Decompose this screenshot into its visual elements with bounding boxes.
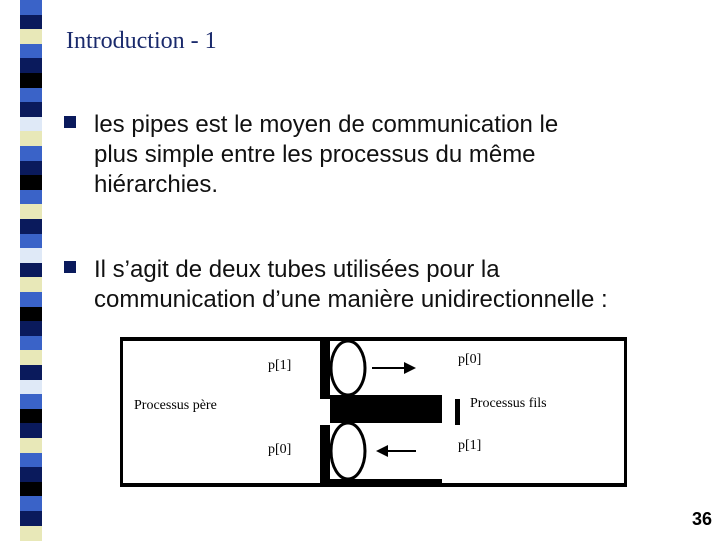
child-process-connector [455, 399, 460, 425]
strip-block [20, 131, 42, 147]
page-number: 36 [691, 509, 712, 529]
strip-block [20, 219, 42, 235]
strip-block [20, 102, 42, 118]
top-pipe-opening [329, 339, 367, 397]
left-decorative-strip [20, 0, 42, 541]
strip-block [20, 525, 42, 541]
bottom-pipe-opening [329, 421, 367, 481]
slide-title: Introduction - 1 [66, 28, 217, 54]
strip-block [20, 87, 42, 103]
bullet-text: les pipes est le moyen de communication … [94, 111, 559, 198]
strip-block [20, 233, 42, 249]
strip-block [20, 146, 42, 162]
bottom-right-pipe-label: p[1] [458, 438, 481, 453]
strip-block [20, 321, 42, 337]
strip-block [20, 262, 42, 278]
child-process-box [442, 341, 624, 483]
strip-block [20, 248, 42, 264]
strip-block [20, 350, 42, 366]
bullet-item-1: les pipes est le moyen de communication … [64, 110, 704, 200]
strip-block [20, 467, 42, 483]
bullet-square-icon [64, 261, 76, 273]
strip-block [20, 116, 42, 132]
strip-block [20, 365, 42, 381]
strip-block [20, 73, 42, 89]
strip-block [20, 481, 42, 497]
strip-block [20, 175, 42, 191]
strip-block [20, 43, 42, 59]
strip-block [20, 292, 42, 308]
left-arrow-icon [376, 445, 388, 457]
strip-block [20, 58, 42, 74]
top-left-pipe-label: p[1] [268, 358, 291, 373]
strip-block [20, 14, 42, 30]
strip-block [20, 160, 42, 176]
child-process-label: Processus fils [470, 396, 547, 411]
pipe-diagram: Processus père Processus fils p[1] p[0] … [120, 337, 627, 487]
strip-block [20, 379, 42, 395]
strip-block [20, 189, 42, 205]
strip-block [20, 0, 42, 16]
strip-block [20, 29, 42, 45]
parent-process-connector [320, 399, 330, 425]
bottom-left-pipe-label: p[0] [268, 442, 291, 457]
pipe-diagram-svg: Processus père Processus fils p[1] p[0] … [120, 337, 627, 487]
strip-block [20, 452, 42, 468]
strip-block [20, 511, 42, 527]
strip-block [20, 438, 42, 454]
strip-block [20, 277, 42, 293]
bullet-square-icon [64, 116, 76, 128]
right-arrow-icon [404, 362, 416, 374]
strip-block [20, 335, 42, 351]
parent-process-box [123, 341, 320, 483]
parent-process-label: Processus père [134, 398, 217, 413]
strip-block [20, 408, 42, 424]
bullet-item-2: Il s’agit de deux tubes utilisées pour l… [64, 255, 704, 315]
strip-block [20, 204, 42, 220]
strip-block [20, 306, 42, 322]
bullet-text: Il s’agit de deux tubes utilisées pour l… [94, 256, 608, 313]
strip-block [20, 394, 42, 410]
strip-block [20, 496, 42, 512]
strip-block [20, 423, 42, 439]
top-right-pipe-label: p[0] [458, 352, 481, 367]
